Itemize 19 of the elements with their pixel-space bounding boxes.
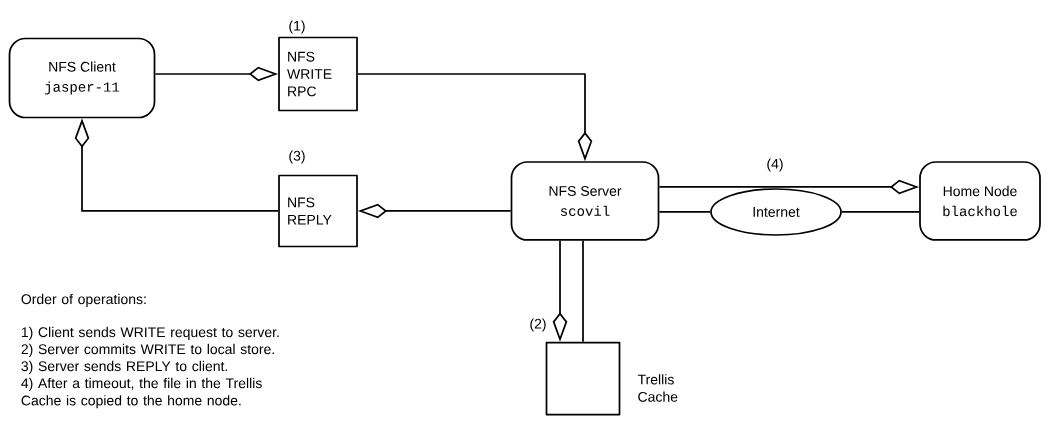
message-box: NFS WRITE RPC xyxy=(278,36,358,112)
note-text: Order of operations: xyxy=(21,293,146,307)
host-box: NFS Client jasper-11 xyxy=(8,37,156,119)
note-text: 4) After a timeout, the file in the Trellis Cache is copied to the home node. xyxy=(21,377,262,409)
host-box: Home Node blackhole xyxy=(919,161,1041,241)
step-label: Trellis Cache xyxy=(637,374,678,402)
host-box: NFS Server scovil xyxy=(510,161,660,241)
step-label: (3) xyxy=(289,150,305,164)
connector xyxy=(582,240,584,343)
connector xyxy=(841,211,920,213)
cache-cylinder xyxy=(545,341,621,416)
connector xyxy=(658,211,711,213)
step-label: (1) xyxy=(289,20,305,34)
note-text: 3) Server sends REPLY to client. xyxy=(21,360,228,374)
edge-label: (2) xyxy=(528,317,548,333)
message-box: NFS REPLY xyxy=(278,174,358,248)
note-text: 2) Server commits WRITE to local store. xyxy=(21,343,274,357)
edge-label: (4) xyxy=(765,157,785,173)
note-text: 1) Client sends WRITE request to server. xyxy=(21,326,279,340)
